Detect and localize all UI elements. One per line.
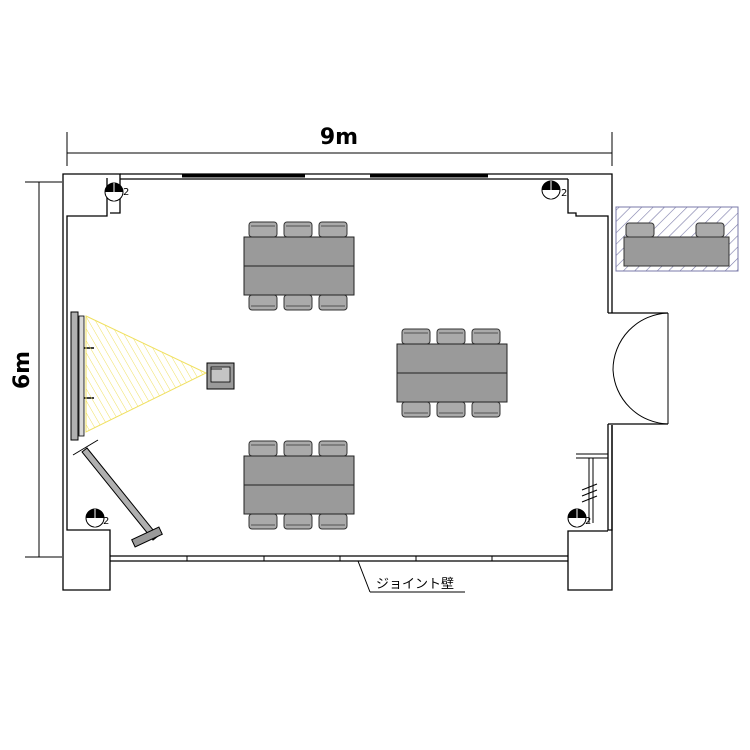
chair	[248, 513, 278, 530]
chair	[471, 328, 501, 345]
chair	[436, 401, 466, 418]
width-label: 9m	[320, 125, 358, 150]
projector-icon	[206, 362, 235, 390]
chair	[248, 294, 278, 311]
outlet-count: 2	[561, 188, 567, 199]
chair	[318, 221, 348, 238]
width-dimension: 9m	[66, 125, 613, 166]
chair	[401, 328, 431, 345]
outlet-icon: 2	[85, 508, 109, 528]
joint-wall-annotation: ジョイント壁	[357, 560, 465, 593]
chair	[401, 401, 431, 418]
chair	[283, 513, 313, 530]
partition-wall-icon	[186, 556, 493, 561]
chair	[283, 440, 313, 457]
chair	[471, 401, 501, 418]
table-groups	[243, 221, 508, 530]
table-group-top-left	[243, 221, 355, 311]
chair	[318, 513, 348, 530]
outlet-icon: 2	[541, 180, 567, 200]
chair	[318, 294, 348, 311]
height-dimension: 6m	[10, 181, 62, 558]
chair	[283, 221, 313, 238]
room-walls	[62, 173, 668, 591]
outlet-count: 2	[123, 187, 129, 198]
outlet-count: 2	[585, 516, 591, 527]
coat-rack	[576, 453, 608, 523]
outlet-count: 2	[103, 516, 109, 527]
projector-beam	[85, 315, 208, 433]
storage-area	[615, 206, 739, 272]
height-label: 6m	[10, 351, 35, 389]
joint-wall-label: ジョイント壁	[376, 577, 454, 592]
chair	[248, 440, 278, 457]
outlet-icon: 2	[567, 508, 591, 528]
table-group-bottom-left	[243, 440, 355, 530]
chair	[248, 221, 278, 238]
door-icon	[612, 312, 669, 425]
whiteboard-stand	[72, 439, 163, 548]
chair	[283, 294, 313, 311]
chair	[318, 440, 348, 457]
table-group-middle-right	[396, 328, 508, 418]
chair	[436, 328, 466, 345]
outlet-icon: 2	[104, 182, 129, 202]
